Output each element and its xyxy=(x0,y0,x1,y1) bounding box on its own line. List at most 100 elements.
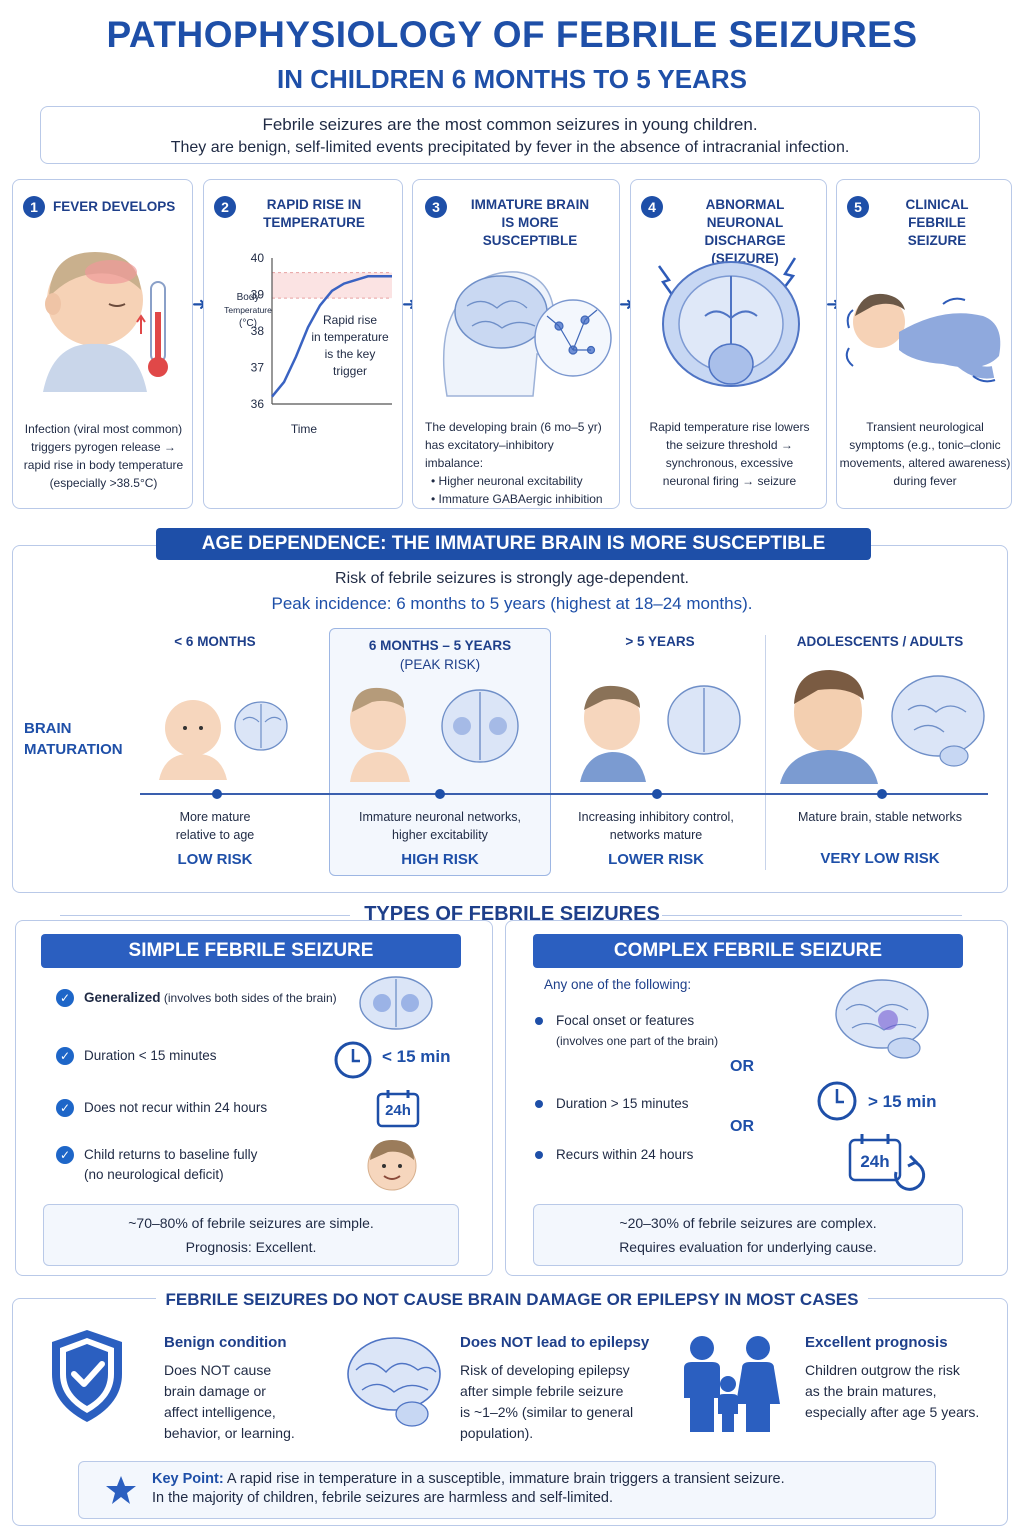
age-group-head: 6 MONTHS – 5 YEARS (PEAK RISK) xyxy=(368,638,512,672)
step-title: CLINICAL FEBRILE SEIZURE xyxy=(905,197,969,248)
simple-criterion: Child returns to baseline fully (no neur… xyxy=(84,1147,258,1182)
chart-annotation: Rapid rise xyxy=(323,313,377,327)
y-tick-label: 39 xyxy=(251,288,265,302)
duration-label: > 15 min xyxy=(868,1092,937,1111)
risk-label: VERY LOW RISK xyxy=(820,850,940,867)
age-line-2: Peak incidence: 6 months to 5 years (hig… xyxy=(271,594,753,613)
check-icon: ✓ xyxy=(56,1047,74,1065)
simple-criterion: Generalized (involves both sides of the … xyxy=(84,990,337,1005)
y-tick-label: 37 xyxy=(251,361,265,375)
brain-icon xyxy=(347,1337,441,1427)
age-group-head: < 6 MONTHS xyxy=(174,634,256,649)
y-axis-label: Body xyxy=(237,292,260,303)
benign-col-title: Does NOT lead to epilepsy xyxy=(460,1334,650,1351)
risk-label: LOWER RISK xyxy=(608,851,704,868)
step-card-2: 2 RAPID RISE IN TEMPERATURE 40 39 38 37 36 Bo… xyxy=(203,179,403,509)
divider xyxy=(60,915,350,916)
risk-label: LOW RISK xyxy=(177,851,253,868)
chart-annotation: trigger xyxy=(333,364,367,378)
page-title: PATHOPHYSIOLOGY OF FEBRILE SEIZURES xyxy=(106,14,918,55)
check-icon: ✓ xyxy=(56,1099,74,1117)
duration-label: < 15 min xyxy=(382,1047,451,1066)
adult-brain-illustration xyxy=(780,670,985,784)
child-fever-illustration xyxy=(43,252,168,392)
types-title: TYPES OF FEBRILE SEIZURES xyxy=(354,903,670,925)
bullet xyxy=(535,1100,543,1108)
timeline-dot xyxy=(877,789,887,799)
benign-col-text: Children outgrow the risk as the brain m… xyxy=(805,1362,980,1420)
peak-risk-highlight xyxy=(329,628,551,876)
key-point-text: Key Point: A rapid rise in temperature i… xyxy=(152,1471,785,1506)
page-subtitle: IN CHILDREN 6 MONTHS TO 5 YEARS xyxy=(277,64,747,94)
brain-discharge-illustration xyxy=(657,257,800,387)
y-tick-label: 40 xyxy=(251,251,265,265)
step-title: RAPID RISE IN TEMPERATURE xyxy=(263,197,365,230)
y-axis-label: (°C) xyxy=(239,318,257,329)
complex-criterion: Duration > 15 minutes xyxy=(556,1096,689,1111)
age-group-desc: Mature brain, stable networks xyxy=(798,810,962,824)
child-brain-illustration xyxy=(580,685,741,782)
benign-col-text: Does NOT cause brain damage or affect in… xyxy=(164,1362,295,1441)
step-number: 1 xyxy=(23,196,45,218)
step-title: IMMATURE BRAIN IS MORE SUSCEPTIBLE xyxy=(470,197,590,248)
step-card-5: 5 CLINICAL FEBRILE SEIZURE Transient neu… xyxy=(836,179,1012,509)
intro-line-1: Febrile seizures are the most common sei… xyxy=(262,115,758,134)
chart-x-label: Time xyxy=(290,422,318,436)
step-description: Transient neurological symptoms (e.g., t… xyxy=(839,420,1011,488)
simple-seizure-header: SIMPLE FEBRILE SEIZURE xyxy=(41,934,461,968)
brain-maturation-label: BRAIN MATURATION xyxy=(24,720,123,758)
key-point-box xyxy=(78,1461,936,1519)
intro-box: Febrile seizures are the most common sei… xyxy=(40,106,980,164)
age-group-head: ADOLESCENTS / ADULTS xyxy=(796,634,964,649)
step-number: 2 xyxy=(214,196,236,218)
infant-brain-illustration xyxy=(159,700,288,780)
step-number: 5 xyxy=(847,196,869,218)
complex-summary: ~20–30% of febrile seizures are complex.… xyxy=(533,1204,963,1266)
bullet xyxy=(535,1017,543,1025)
check-icon: ✓ xyxy=(56,1146,74,1164)
calendar-icon xyxy=(376,1090,420,1128)
brain-icon xyxy=(359,976,433,1030)
calendar-label: 24h xyxy=(385,1102,411,1119)
age-group-desc: Immature neuronal networks, higher excit… xyxy=(359,810,521,842)
intro-line-2: They are benign, self-limited events pre… xyxy=(170,139,850,156)
check-icon: ✓ xyxy=(56,989,74,1007)
step-card-3: 3 IMMATURE BRAIN IS MORE SUSCEPTIBLE The… xyxy=(412,179,620,509)
benign-col-title: Benign condition xyxy=(164,1334,287,1351)
step-number: 3 xyxy=(425,196,447,218)
y-tick-label: 36 xyxy=(251,397,265,411)
step-description: Rapid temperature rise lowers the seizur… xyxy=(649,420,810,488)
family-icon xyxy=(684,1336,780,1432)
step-description: The developing brain (6 mo–5 yr) has exc… xyxy=(425,420,603,506)
step-number: 4 xyxy=(641,196,663,218)
child-seizure-illustration xyxy=(845,293,1001,383)
happy-child-icon xyxy=(367,1140,417,1191)
step-card-1: 1 FEVER DEVELOPS Infection (viral most c… xyxy=(12,179,193,509)
temperature-line xyxy=(271,275,392,398)
benign-title-wrap: FEBRILE SEIZURES DO NOT CAUSE BRAIN DAMA… xyxy=(0,1290,1024,1310)
child-brain-neurons-illustration xyxy=(442,271,612,397)
complex-lead: Any one of the following: xyxy=(544,977,692,992)
step-title: ABNORMAL NEURONAL DISCHARGE (SEIZURE) xyxy=(704,197,786,266)
or-label: OR xyxy=(730,1118,754,1135)
types-title-wrap: TYPES OF FEBRILE SEIZURES xyxy=(0,903,1024,926)
simple-criterion: Does not recur within 24 hours xyxy=(84,1100,268,1115)
y-axis-label: Temperature xyxy=(224,305,272,315)
timeline-dot xyxy=(212,789,222,799)
complex-criterion: Focal onset or features (involves one pa… xyxy=(556,1013,719,1048)
timeline-dot xyxy=(652,789,662,799)
y-tick-label: 38 xyxy=(251,324,265,338)
age-group-desc: More mature relative to age xyxy=(175,810,255,842)
timeline-dot xyxy=(435,789,445,799)
calendar-recur-icon xyxy=(848,1134,926,1191)
clock-icon xyxy=(334,1041,372,1079)
calendar-label: 24h xyxy=(860,1152,890,1171)
brain-focal-icon xyxy=(835,979,929,1059)
step-description: Infection (viral most common) triggers p… xyxy=(23,422,184,490)
age-line-1: Risk of febrile seizures is strongly age… xyxy=(335,570,689,587)
simple-summary: ~70–80% of febrile seizures are simple. … xyxy=(43,1204,459,1266)
brain-icon xyxy=(454,275,548,349)
age-group-desc: Increasing inhibitory control, networks … xyxy=(578,810,734,842)
simple-criterion: Duration < 15 minutes xyxy=(84,1048,217,1063)
